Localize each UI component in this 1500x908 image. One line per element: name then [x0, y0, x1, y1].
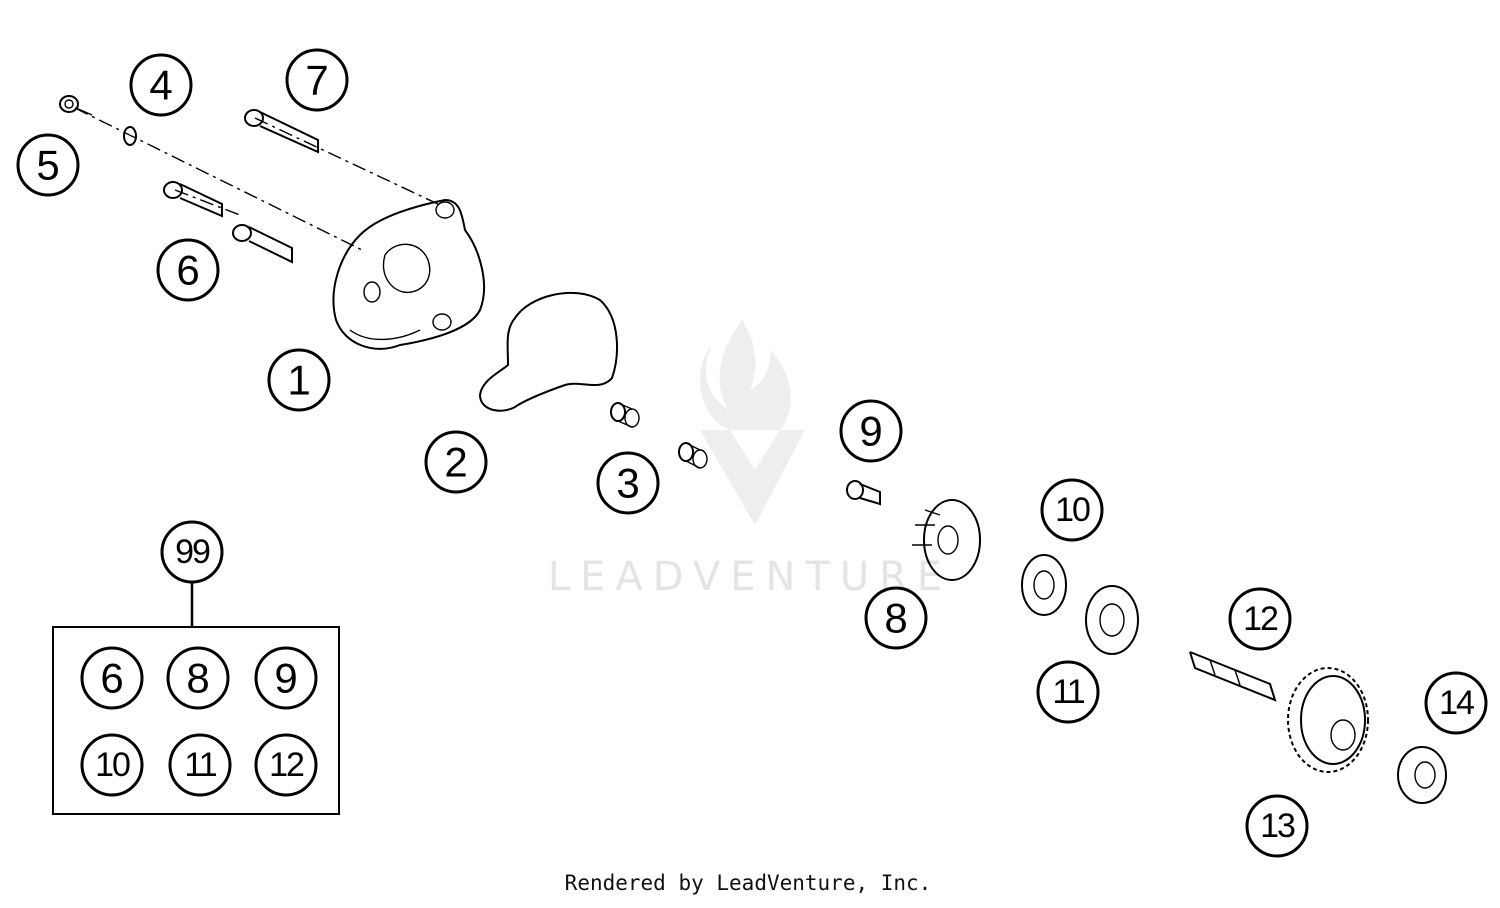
svg-text:5: 5: [36, 142, 59, 189]
callout-14[interactable]: 14: [1424, 671, 1488, 735]
watermark: LEADVENTURE: [548, 320, 952, 600]
svg-text:2: 2: [444, 439, 467, 486]
svg-text:8: 8: [186, 655, 209, 702]
part-bolt-6b: [232, 224, 293, 264]
part-dowel-3a: [610, 402, 640, 428]
callout-8[interactable]: 8: [864, 586, 928, 650]
part-seal-10: [1021, 554, 1067, 616]
kit-item-10[interactable]: 10: [80, 733, 144, 797]
part-bolt-6a: [163, 181, 223, 218]
callout-9[interactable]: 9: [839, 399, 903, 463]
svg-text:7: 7: [305, 57, 328, 104]
kit-item-9[interactable]: 9: [254, 646, 318, 710]
svg-text:1: 1: [287, 357, 310, 404]
part-pump-cover-1: [332, 198, 486, 350]
callout-99[interactable]: 99: [160, 520, 224, 584]
callout-12[interactable]: 12: [1228, 587, 1292, 651]
flame-logo-icon: [700, 320, 805, 525]
part-bearing-14: [1397, 746, 1447, 804]
footer-credit: Rendered by LeadVenture, Inc.: [565, 871, 932, 895]
callout-13[interactable]: 13: [1245, 794, 1309, 858]
kit-item-6[interactable]: 6: [80, 646, 144, 710]
kit-item-12[interactable]: 12: [254, 733, 318, 797]
svg-text:8: 8: [884, 595, 907, 642]
svg-text:12: 12: [269, 746, 304, 784]
part-dowel-3b: [678, 442, 708, 469]
kit-99: 99 6 8 9 10 11 12: [52, 520, 340, 815]
callout-5[interactable]: 5: [16, 133, 80, 197]
part-seal-11: [1085, 585, 1139, 655]
svg-text:14: 14: [1439, 684, 1474, 722]
svg-text:3: 3: [616, 460, 639, 507]
svg-text:6: 6: [176, 247, 199, 294]
callout-6[interactable]: 6: [156, 238, 220, 302]
part-gasket-2: [478, 291, 618, 412]
part-nut-5: [59, 95, 93, 116]
svg-text:13: 13: [1260, 807, 1295, 845]
svg-text:99: 99: [175, 533, 210, 571]
svg-text:9: 9: [274, 655, 297, 702]
callout-2[interactable]: 2: [424, 430, 488, 494]
svg-text:10: 10: [1055, 491, 1090, 529]
svg-text:9: 9: [859, 408, 882, 455]
svg-text:12: 12: [1243, 600, 1278, 638]
svg-text:6: 6: [100, 655, 123, 702]
part-screw-9: [846, 480, 881, 506]
svg-text:4: 4: [149, 62, 172, 109]
part-impeller-8: [912, 499, 981, 581]
part-shaft-12: [1189, 651, 1277, 702]
callout-4[interactable]: 4: [129, 53, 193, 117]
watermark-text: LEADVENTURE: [548, 554, 952, 600]
part-gear-13: [1287, 667, 1369, 773]
kit-box: [52, 626, 340, 815]
callout-1[interactable]: 1: [267, 348, 331, 412]
svg-text:11: 11: [1052, 673, 1084, 711]
svg-text:11: 11: [184, 746, 216, 784]
callout-3[interactable]: 3: [596, 451, 660, 515]
callout-11[interactable]: 11: [1036, 660, 1100, 724]
callout-10[interactable]: 10: [1040, 478, 1104, 542]
part-washer-4: [123, 126, 137, 146]
assembly-lines: [74, 107, 441, 251]
kit-item-11[interactable]: 11: [168, 733, 232, 797]
svg-text:10: 10: [95, 746, 130, 784]
kit-item-8[interactable]: 8: [166, 646, 230, 710]
part-bolt-7: [244, 109, 319, 154]
callout-7[interactable]: 7: [285, 48, 349, 112]
